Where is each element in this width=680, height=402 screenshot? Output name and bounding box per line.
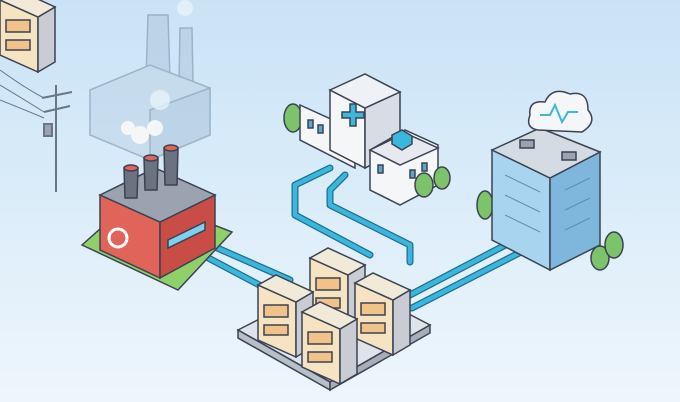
background-factory-icon: [89, 0, 211, 162]
factory-icon: [80, 120, 234, 291]
hospital-icon: [283, 73, 451, 206]
office-building-icon: [476, 127, 624, 272]
power-pole-icon: [0, 69, 73, 192]
gear-icon: [107, 227, 129, 249]
server-cluster-icon: [0, 0, 432, 392]
cloud-icon: [527, 90, 593, 133]
